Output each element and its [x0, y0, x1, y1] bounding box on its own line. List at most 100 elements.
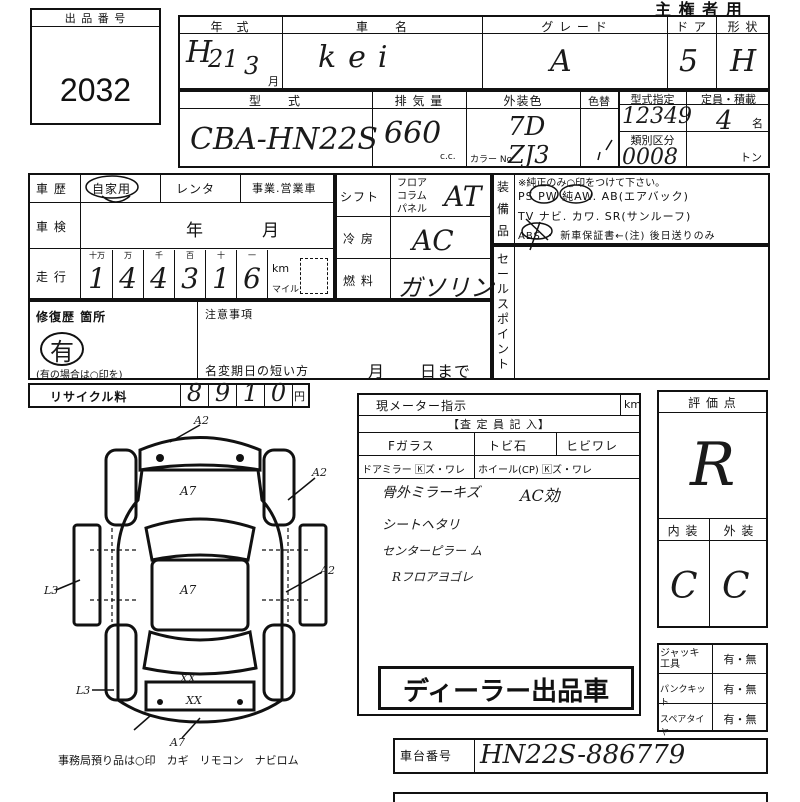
- displacement-value: 660: [384, 116, 442, 151]
- recycle-cell: 1: [236, 379, 264, 408]
- displacement-unit: c.c.: [440, 152, 456, 162]
- mileage-unit-label: 万: [124, 251, 132, 260]
- type-designation-value: 12349: [622, 104, 692, 129]
- drivetrain-table: [335, 173, 492, 300]
- inspection-label: 車 検: [36, 220, 67, 234]
- mileage-digit: 6: [243, 262, 261, 295]
- inspector-title: 【査 定 員 記 入】: [448, 418, 550, 431]
- score-label: 評 価 点: [688, 396, 737, 410]
- lot-number-label: 出 品 番 号: [64, 12, 127, 25]
- recycle-digit: 0: [270, 379, 287, 407]
- chip-label: トビ石: [488, 439, 528, 453]
- color-no-label: カラー No: [470, 155, 513, 165]
- diagram-label-l3-rear: L3: [76, 684, 91, 697]
- color-change-label: 色替: [588, 95, 610, 108]
- diagram-label-l3-left: L3: [44, 584, 59, 597]
- model-label: 車 名: [355, 20, 408, 34]
- lot-number-box: [30, 8, 161, 125]
- shift-label: シフト: [340, 190, 380, 204]
- repair-label: 修復歴 箇所: [36, 310, 107, 324]
- extra-puncture-label: パンクキット: [660, 685, 706, 708]
- extra-spare-label: スペアタイヤ: [660, 715, 705, 738]
- mileage-digit: 1: [88, 262, 106, 295]
- color-code-value: ZJ3: [508, 141, 550, 169]
- vehicle-info-table: [28, 173, 335, 300]
- fuel-label: 燃 料: [343, 274, 374, 288]
- classification-label: 類別区分: [630, 134, 675, 147]
- mileage-mile: マイル: [272, 285, 300, 295]
- mileage-unit-label: 十: [217, 251, 225, 260]
- doors-value: 5: [679, 44, 699, 79]
- capacity-value: 4: [716, 106, 733, 136]
- crack-label: ヒビワレ: [566, 439, 619, 453]
- meter-table: [357, 393, 641, 716]
- chassis-table: [393, 738, 768, 774]
- mileage-unit-label: 百: [186, 251, 194, 260]
- mirror-label: ドアミラー 🄺ズ・ワレ: [362, 465, 465, 476]
- diagram-label-xx-rear: XX: [186, 694, 202, 707]
- mileage-digit: 4: [150, 262, 168, 295]
- year-era: H: [186, 35, 213, 70]
- mileage-unit-label: 一: [248, 251, 256, 260]
- recycle-digit: 8: [186, 379, 203, 407]
- repair-notes-table: [28, 300, 492, 380]
- sales-point-table: [492, 245, 770, 380]
- aircon-label: 冷 房: [343, 232, 374, 246]
- exterior-value: C: [722, 566, 750, 607]
- bottom-table-edge: [393, 792, 768, 802]
- type-value: CBA-HN22S: [190, 122, 378, 157]
- diagram-label-a2-side: A2: [320, 564, 335, 577]
- recycle-cell: 0: [264, 379, 292, 408]
- repair-value: 有: [50, 338, 74, 366]
- extra-jack-value: 有・無: [723, 653, 757, 666]
- recycle-table: [28, 383, 310, 408]
- year-label: 年 式: [210, 20, 250, 34]
- equipment-note: ※純正のみ○印をつけて下さい。: [518, 178, 666, 189]
- equipment-line3: ABS ・ 新車保証書←(注) 後日送りのみ: [518, 231, 716, 242]
- equipment-table: [492, 173, 770, 245]
- type-label: 型 式: [248, 94, 301, 108]
- doors-label: ド ア: [676, 20, 707, 34]
- comment-1: 骨外ミラーキズ: [382, 485, 480, 501]
- recycle-label: リサイクル料: [50, 390, 128, 404]
- history-opt-business: 事業.営業車: [252, 182, 317, 195]
- chassis-value: HN22S-886779: [480, 740, 686, 770]
- car-diagram: [55, 424, 328, 739]
- lot-number-value: 2032: [59, 72, 132, 108]
- extra-jack-label: ジャッキ工具: [660, 648, 700, 670]
- displacement-label: 排 気 量: [394, 94, 444, 108]
- dealer-stamp: [378, 666, 634, 710]
- aircon-value: AC: [412, 224, 454, 257]
- header-right-title: 主 権 者 用: [655, 0, 743, 19]
- shift-value: AT: [444, 180, 482, 213]
- year-month-suffix: 月: [268, 75, 279, 88]
- color-value: 7D: [508, 112, 546, 142]
- year-month: 3: [244, 52, 260, 80]
- interior-label: 内 装: [667, 524, 699, 538]
- interior-value: C: [670, 566, 698, 607]
- capacity-unit: 名: [752, 117, 763, 130]
- history-opt-rental: レンタ: [176, 182, 216, 196]
- history-label: 車 歴: [36, 182, 67, 196]
- mile-checkbox: [300, 258, 328, 294]
- rename-month: 月: [368, 362, 386, 381]
- classification-value: 0008: [622, 145, 678, 170]
- model-value: kei: [318, 40, 400, 75]
- diagram-label-a2-right: A2: [312, 466, 327, 479]
- diagram-label-a7-bumper: A7: [170, 736, 185, 749]
- shift-panel: パネル: [397, 204, 427, 215]
- mileage-km: km: [272, 262, 290, 275]
- mileage-unit-label: 千: [155, 251, 163, 260]
- recycle-digit: 1: [242, 379, 259, 407]
- mileage-digit: 1: [212, 262, 230, 295]
- comment-2: AC効: [520, 486, 560, 505]
- row2-table: [178, 90, 770, 168]
- diagram-footer: 事務局預り品は○印 カギ リモコン ナビロム: [58, 754, 299, 767]
- year-number: 21: [208, 45, 239, 73]
- inspection-month: 月: [262, 221, 280, 241]
